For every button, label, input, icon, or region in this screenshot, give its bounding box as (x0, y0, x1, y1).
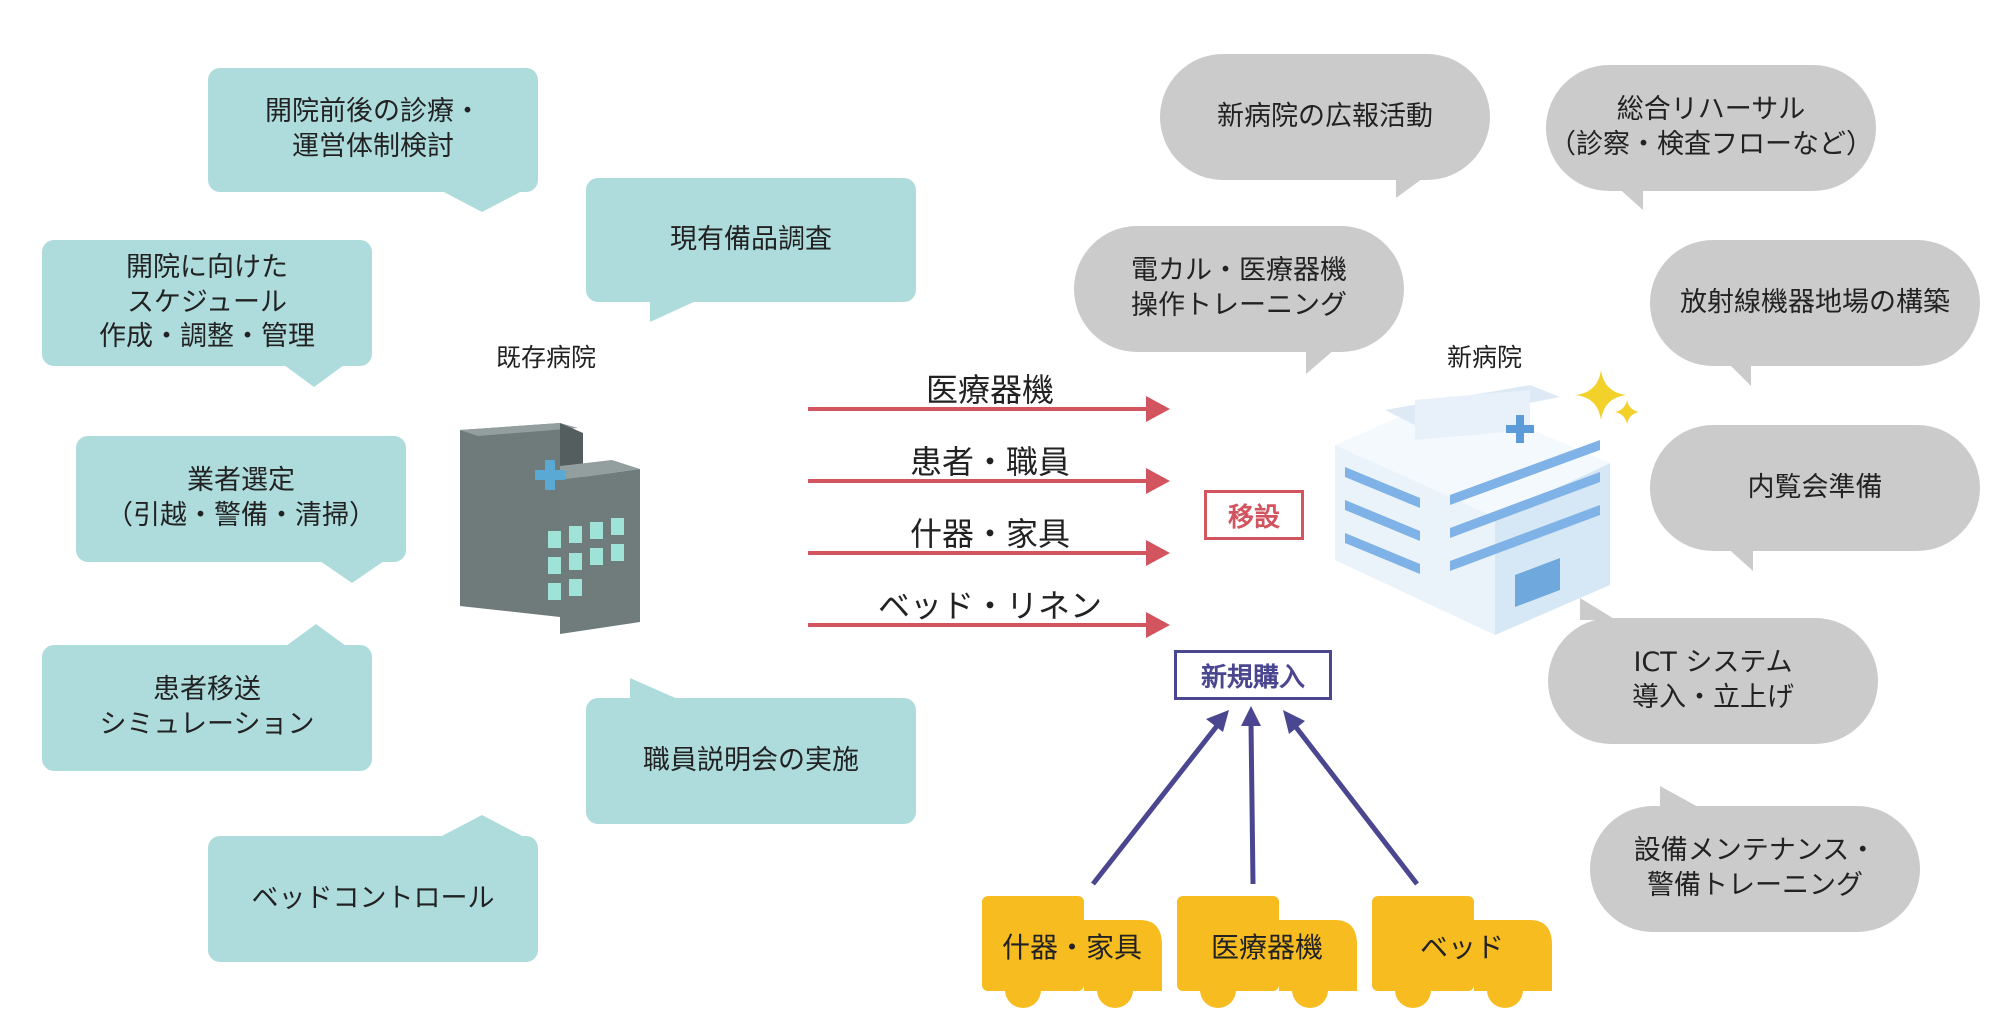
bubble-schedule-management: 開院に向けた スケジュール 作成・調整・管理 (42, 240, 372, 366)
purchase-arrow-1 (1091, 720, 1222, 886)
purchase-arrow-3 (1290, 720, 1419, 886)
bubble-existing-equipment-survey: 現有備品調査 (586, 178, 916, 302)
transfer-arrowhead-4 (1146, 612, 1170, 638)
existing-hospital-windows (548, 518, 624, 600)
bubble-open-house-preparation: 内覧会準備 (1650, 425, 1980, 551)
transfer-arrowhead-3 (1146, 540, 1170, 566)
bubble-tail (440, 190, 524, 212)
bubble-tail (286, 624, 346, 646)
new-hospital-stripes (1345, 440, 1600, 574)
new-hospital-building (1335, 370, 1639, 635)
bubble-facility-maintenance-training: 設備メンテナンス・ 警備トレーニング (1590, 806, 1920, 932)
purchase-arrowhead-1 (1206, 710, 1229, 732)
bubble-opening-operations: 開院前後の診療・ 運営体制検討 (208, 68, 538, 192)
bubble-tail (1580, 598, 1616, 620)
bubble-vendor-selection: 業者選定 （引越・警備・清掃） (76, 436, 406, 562)
purchase-box: 新規購入 (1174, 650, 1332, 700)
bubble-staff-briefing: 職員説明会の実施 (586, 698, 916, 824)
transfer-label-beds-linen: ベッド・リネン (877, 587, 1102, 625)
transfer-label-medical-equipment: 医療器機 (925, 371, 1054, 409)
bubble-radiology-magnetic-shield: 放射線機器地場の構築 (1650, 240, 1980, 366)
bubble-ict-system-setup: ICT システム 導入・立上げ (1548, 618, 1878, 744)
transfer-box: 移設 (1204, 490, 1304, 540)
bubble-general-rehearsal: 総合リハーサル （診察・検査フローなど） (1546, 65, 1876, 191)
transfer-arrowhead-2 (1146, 468, 1170, 494)
purchase-arrow-2 (1248, 721, 1256, 885)
truck-label-medical-equipment: 医療器機 (1210, 931, 1323, 964)
bubble-new-hospital-pr: 新病院の広報活動 (1160, 54, 1490, 180)
purchase-arrows (1091, 706, 1419, 886)
truck-1 (982, 896, 1162, 1008)
trucks (982, 896, 1552, 1008)
bubble-tail (440, 815, 524, 837)
bubble-bed-control: ベッドコントロール (208, 836, 538, 962)
bubble-tail (650, 300, 698, 322)
existing-hospital-building (460, 423, 640, 634)
bubble-emr-equipment-training: 電カル・医療器機 操作トレーニング (1074, 226, 1404, 352)
bubble-patient-transfer-simulation: 患者移送 シミュレーション (42, 645, 372, 771)
transfer-arrowhead-1 (1146, 396, 1170, 422)
purchase-arrowhead-2 (1241, 706, 1261, 726)
bubble-tail (284, 365, 344, 387)
bubble-tail (630, 678, 680, 700)
existing-hospital-label: 既存病院 (496, 343, 597, 372)
truck-label-bed: ベッド (1419, 931, 1504, 964)
bubble-tail (320, 561, 384, 583)
purchase-arrowhead-3 (1283, 710, 1305, 734)
truck-2 (1177, 896, 1357, 1008)
transfer-arrows (808, 396, 1170, 638)
sparkle-icon (1576, 370, 1639, 424)
bubble-tail (1396, 176, 1426, 198)
truck-3 (1372, 896, 1552, 1008)
new-hospital-label: 新病院 (1447, 343, 1523, 372)
transfer-label-patients-staff: 患者・職員 (909, 443, 1070, 481)
truck-label-fixtures-furniture: 什器・家具 (1001, 931, 1142, 964)
bubble-tail (1660, 786, 1700, 808)
transfer-label-fixtures-furniture: 什器・家具 (909, 515, 1070, 553)
